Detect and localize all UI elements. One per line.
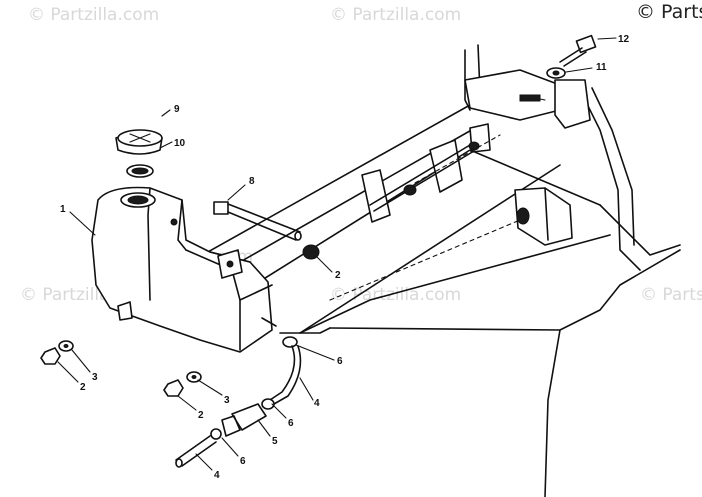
callout-3-center: 3 bbox=[224, 395, 230, 406]
callout-2-center: 2 bbox=[198, 410, 204, 421]
callout-4-lower: 4 bbox=[214, 470, 220, 481]
callout-4-upper: 4 bbox=[314, 398, 320, 409]
callout-10: 10 bbox=[174, 138, 186, 149]
vehicle-frame bbox=[189, 44, 681, 497]
callout-6-middle: 6 bbox=[288, 418, 294, 429]
callout-numbers: 12 11 9 10 8 1 2 3 2 6 3 2 4 6 5 6 4 bbox=[60, 34, 630, 481]
callout-11: 11 bbox=[596, 62, 607, 73]
fuel-line-assembly bbox=[175, 336, 302, 468]
bolt-12 bbox=[546, 34, 597, 79]
copyright-corner: © Parts bbox=[636, 1, 702, 23]
mounting-stud bbox=[369, 141, 480, 212]
callout-6-lower: 6 bbox=[240, 456, 246, 467]
nut-upper bbox=[302, 244, 320, 260]
bolt-8 bbox=[213, 201, 302, 241]
watermark-right: © Parts bbox=[640, 285, 702, 305]
callout-2-upper: 2 bbox=[335, 270, 341, 281]
callout-2-left: 2 bbox=[80, 382, 86, 393]
leader-lines bbox=[57, 37, 617, 471]
watermark-top-left: © Partzilla.com bbox=[28, 5, 159, 25]
callout-12: 12 bbox=[618, 34, 630, 45]
callout-9: 9 bbox=[174, 104, 180, 115]
callout-8: 8 bbox=[249, 176, 255, 187]
callout-6-upper: 6 bbox=[337, 356, 343, 367]
fuel-cap bbox=[115, 129, 163, 178]
tank-fasteners bbox=[40, 340, 202, 397]
watermark-top-center: © Partzilla.com bbox=[330, 5, 461, 25]
nut-front-bracket bbox=[516, 207, 530, 225]
fuel-tank bbox=[91, 186, 277, 353]
callout-1: 1 bbox=[60, 204, 66, 215]
watermark-mid-center: © Partzilla.com bbox=[330, 285, 461, 305]
callout-3-left: 3 bbox=[92, 372, 98, 383]
callout-5: 5 bbox=[272, 436, 278, 447]
